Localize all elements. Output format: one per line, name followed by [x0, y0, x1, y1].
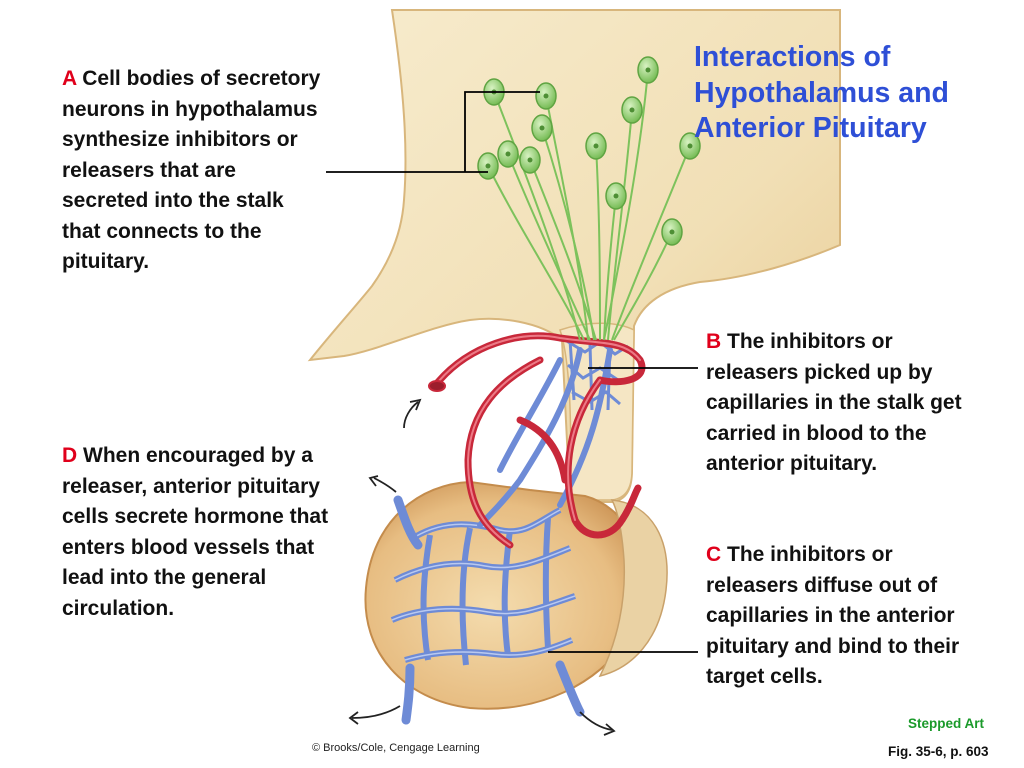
posterior-lobe — [598, 499, 668, 678]
caption-D-text: When encouraged by a releaser, anterior … — [62, 444, 329, 620]
leader-lines — [326, 91, 698, 653]
caption-D-letter: D — [62, 444, 78, 467]
artery-cut-end — [428, 380, 446, 392]
caption-A-letter: A — [62, 67, 77, 90]
caption-B-text: The inhibitors or releasers picked up by… — [706, 330, 962, 475]
flow-arrows — [348, 398, 616, 736]
neuron-axons — [487, 69, 691, 341]
caption-A-text: Cell bodies of secretory neurons in hypo… — [62, 67, 321, 273]
figure-reference: Fig. 35-6, p. 603 — [888, 744, 989, 759]
caption-A: A Cell bodies of secretory neurons in hy… — [62, 64, 324, 278]
efferent-veins — [393, 495, 585, 725]
caption-C-letter: C — [706, 543, 722, 566]
caption-B-letter: B — [706, 330, 722, 353]
figure-title: Interactions of Hypothalamus and Anterio… — [694, 41, 949, 144]
leader-line-A — [326, 91, 540, 173]
stepped-art-label: Stepped Art — [908, 716, 985, 731]
stalk-capillary-plexus — [564, 338, 629, 411]
caption-B: B The inhibitors or releasers picked up … — [706, 327, 968, 480]
neuron-cell-bodies — [477, 56, 701, 246]
hypothalamus-tissue — [307, 9, 841, 503]
caption-C-text: The inhibitors or releasers diffuse out … — [706, 543, 960, 688]
copyright-notice: © Brooks/Cole, Cengage Learning — [312, 742, 480, 754]
caption-D: D When encouraged by a releaser, anterio… — [62, 441, 332, 624]
caption-C: C The inhibitors or releasers diffuse ou… — [706, 540, 968, 693]
